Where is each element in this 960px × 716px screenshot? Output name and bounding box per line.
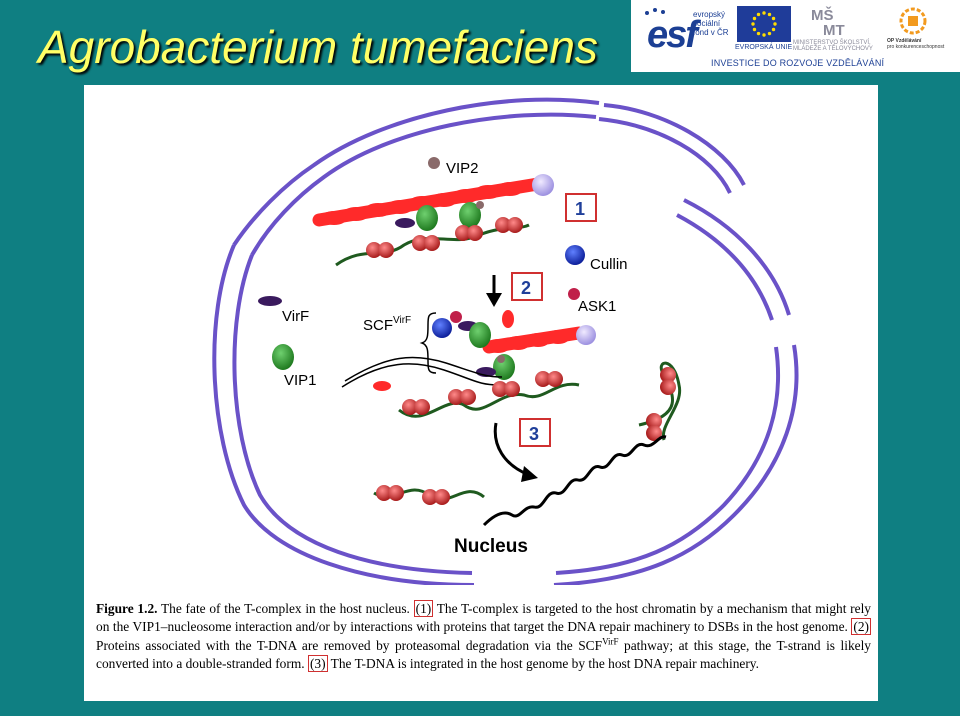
nucleus-diagram: VIP2 1 2 3 Cullin ASK1 VirF VIP1 SCFVirF [212,97,799,585]
caption-part-2b: pathway; at this stage, the T-strand is … [96,637,871,672]
nucleosome-row-2 [402,371,563,415]
vip1-icon [416,205,438,231]
figure-caption: Figure 1.2. The fate of the T-complex in… [96,600,871,674]
step-box-3: 3 [519,418,551,447]
nucleosome-row-3 [376,485,450,505]
op-text: OP Vzdělávání pro konkurenceschopnost [887,38,944,50]
esf-star-icon [645,8,665,15]
caption-step-2: (2) [851,618,871,636]
vip2-legend-icon [428,157,440,169]
logo-banner: esf evropský sociální fond v ČR EVROPSKÁ… [631,0,960,72]
ask1-legend-icon [568,288,580,300]
esf-text: evropský sociální fond v ČR [693,10,729,37]
op-line2: pro konkurenceschopnost [887,44,945,50]
scf-bracket [419,312,437,374]
eu-star-icon [752,16,757,21]
inner-membrane [232,112,780,575]
nucleosome-right [646,367,676,441]
vip2-complex-icon [532,174,554,196]
vip1-icon [459,202,481,228]
virf-legend-icon [258,296,282,306]
eu-star-icon [756,12,761,17]
label-vip1: VIP1 [284,372,317,389]
virf-icon [395,218,415,228]
caption-part-1: The T-complex is targeted to the host ch… [96,601,871,635]
step-3-arrow [493,422,538,482]
scf-cullin-icon [432,318,452,338]
slide-title: Agrobacterium tumefaciens [38,21,598,73]
eu-star-icon [752,27,757,32]
op-logo-icon [893,6,933,36]
caption-part-2-sup: VirF [602,636,619,647]
esf-letters: esf [647,14,698,56]
eu-star-icon [762,11,766,15]
label-nucleus: Nucleus [454,536,528,557]
eu-star-icon [751,22,755,26]
outer-membrane [212,97,799,585]
chromatin-dna-2 [398,382,580,418]
step-label-2: 2 [521,278,531,298]
integrated-t-dna [482,435,667,527]
label-ask1: ASK1 [578,298,616,315]
msmt-text: MINISTERSTVO ŠKOLSTVÍ, MLÁDEŽE A TĚLOVÝC… [793,40,873,52]
t-complex-1-coils [321,182,523,225]
figure-panel: VIP2 1 2 3 Cullin ASK1 VirF VIP1 SCFVirF [84,85,878,701]
label-scf: SCFVirF [363,315,411,334]
label-vip2: VIP2 [446,160,479,177]
caption-part-3: The T-DNA is integrated in the host geno… [327,656,759,672]
esf-line1: evropský [693,10,726,19]
msmt-line1: MINISTERSTVO ŠKOLSTVÍ, [793,40,871,46]
eu-star-icon [762,33,766,37]
label-cullin: Cullin [590,256,628,273]
free-protein-icon [502,310,514,328]
eu-star-icon [767,12,772,17]
eu-label: EVROPSKÁ UNIE [735,44,793,51]
msmt-line2: MLÁDEŽE A TĚLOVÝCHOVY [793,46,873,52]
caption-step-3: (3) [307,655,328,673]
eu-flag-icon [737,6,791,42]
step-label-3: 3 [529,424,539,444]
eu-star-icon [767,31,772,36]
vip2-icon [476,201,484,209]
t-complex-1 [312,174,554,267]
step-box-2: 2 [511,272,543,301]
label-virf: VirF [282,308,309,325]
eu-star-icon [771,16,776,21]
esf-logo: esf evropský sociální fond v ČR [637,4,735,54]
nucleosome-row-1 [366,217,523,258]
op-line1: OP Vzdělávání [887,38,922,44]
t-complex-2 [373,322,596,391]
msmt-ms-icon: MŠ [811,6,834,24]
scf-ask1-icon [450,311,462,323]
nuclear-envelope [212,97,799,585]
banner-footer: INVESTICE DO ROZVOJE VZDĚLÁVÁNÍ [711,58,885,68]
step-2-arrow [486,275,502,307]
esf-line2: sociální [693,19,721,28]
cullin-legend-icon [565,245,585,265]
step-box-1: 1 [565,193,597,222]
t-strand [341,356,503,388]
caption-part-2: Proteins associated with the T-DNA are r… [96,637,603,653]
caption-lead: The fate of the T-complex in the host nu… [157,601,414,616]
vip1-legend-icon [272,344,294,370]
esf-line3: fond v ČR [693,28,729,37]
step-label-1: 1 [575,199,585,219]
caption-figure-label: Figure 1.2. [96,601,158,616]
msmt-mt-icon: MT [823,22,845,38]
eu-star-icon [771,27,776,32]
eu-star-icon [756,31,761,36]
caption-step-1: (1) [413,600,434,617]
msmt-logo: MŠ MT [809,4,857,39]
eu-star-icon [773,22,777,26]
chromatin-dna-right [638,361,682,441]
